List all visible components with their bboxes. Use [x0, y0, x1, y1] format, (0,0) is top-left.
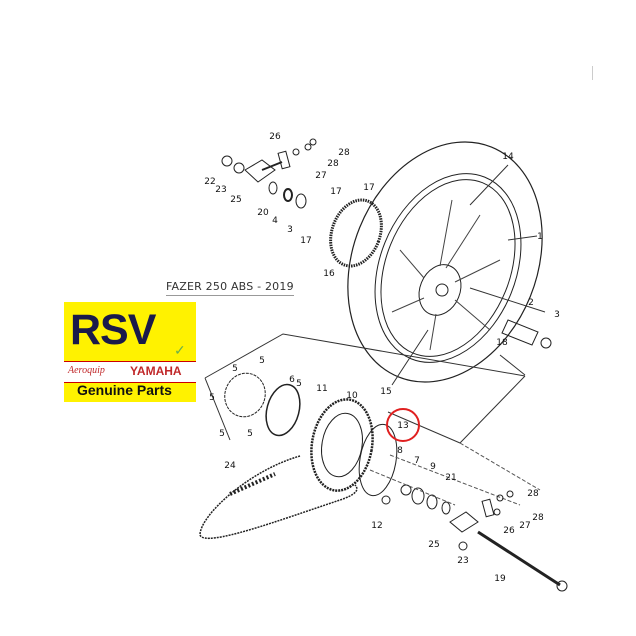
aeroquip-logo: Aeroquip [68, 365, 105, 376]
part-callout-26: 26 [269, 132, 281, 142]
part-callout-10: 10 [346, 391, 358, 401]
part-callout-23: 23 [457, 556, 468, 566]
part-callout-6: 6 [289, 375, 295, 385]
logo-brand: RSV [70, 306, 156, 354]
part-callout-2: 2 [528, 298, 534, 308]
part-callout-23: 23 [215, 185, 226, 195]
axle [477, 530, 561, 587]
part-callout-20: 20 [257, 208, 269, 218]
diagram-title: FAZER 250 ABS - 2019 [166, 280, 294, 296]
rim [374, 173, 522, 363]
part-callout-17: 17 [330, 187, 341, 197]
part-callout-5: 5 [209, 393, 215, 403]
abs-ring [329, 198, 383, 268]
part-callout-13: 13 [397, 421, 408, 431]
check-icon: ✓ [174, 342, 186, 358]
partner-band: Aeroquip YAMAHA [64, 361, 196, 383]
part-callout-8: 8 [397, 446, 403, 456]
part-callout-7: 7 [414, 456, 420, 466]
scroll-mark [592, 66, 593, 80]
part-callout-28: 28 [338, 148, 350, 158]
part-callout-21: 21 [445, 473, 456, 483]
part-callout-25: 25 [428, 540, 439, 550]
part-callout-11: 11 [316, 384, 327, 394]
part-callout-22: 22 [204, 177, 215, 187]
part-callout-18: 18 [496, 338, 508, 348]
part-callout-5: 5 [296, 379, 302, 389]
part-callout-16: 16 [323, 269, 335, 279]
rsv-logo: RSV ✓ Aeroquip YAMAHA Genuine Parts [64, 302, 196, 402]
part-callout-15: 15 [380, 387, 391, 397]
part-callout-28: 28 [527, 489, 539, 499]
part-callout-4: 4 [272, 216, 278, 226]
part-callout-5: 5 [259, 356, 265, 366]
chain [199, 455, 358, 540]
part-callout-5: 5 [219, 429, 225, 439]
hub [418, 264, 462, 316]
part-callout-28: 28 [532, 513, 544, 523]
yamaha-logo: YAMAHA [130, 364, 182, 378]
part-callout-19: 19 [494, 574, 506, 584]
damper-set [224, 372, 266, 418]
spokes [391, 199, 501, 351]
part-callout-3: 3 [287, 225, 293, 235]
part-callout-5: 5 [232, 364, 238, 374]
part-callout-17: 17 [363, 183, 374, 193]
part-callout-12: 12 [371, 521, 382, 531]
part-callout-27: 27 [315, 171, 326, 181]
part-callout-28: 28 [327, 159, 339, 169]
part-callout-17: 17 [300, 236, 311, 246]
tire [347, 141, 543, 383]
exploded-boundary [204, 333, 526, 444]
part-callout-5: 5 [247, 429, 253, 439]
logo-tagline: Genuine Parts [77, 382, 172, 398]
part-callout-1: 1 [537, 232, 543, 242]
collar [501, 319, 539, 346]
part-callout-3: 3 [554, 310, 560, 320]
part-callout-14: 14 [502, 152, 514, 162]
part-callout-27: 27 [519, 521, 530, 531]
part-callout-24: 24 [224, 461, 236, 471]
part-callout-9: 9 [430, 462, 436, 472]
part-callout-25: 25 [230, 195, 241, 205]
part-callout-26: 26 [503, 526, 515, 536]
clutch-hub [265, 383, 301, 437]
highlight-circle-13 [386, 408, 420, 442]
sprocket-guard [358, 423, 398, 497]
sprocket [310, 398, 374, 492]
